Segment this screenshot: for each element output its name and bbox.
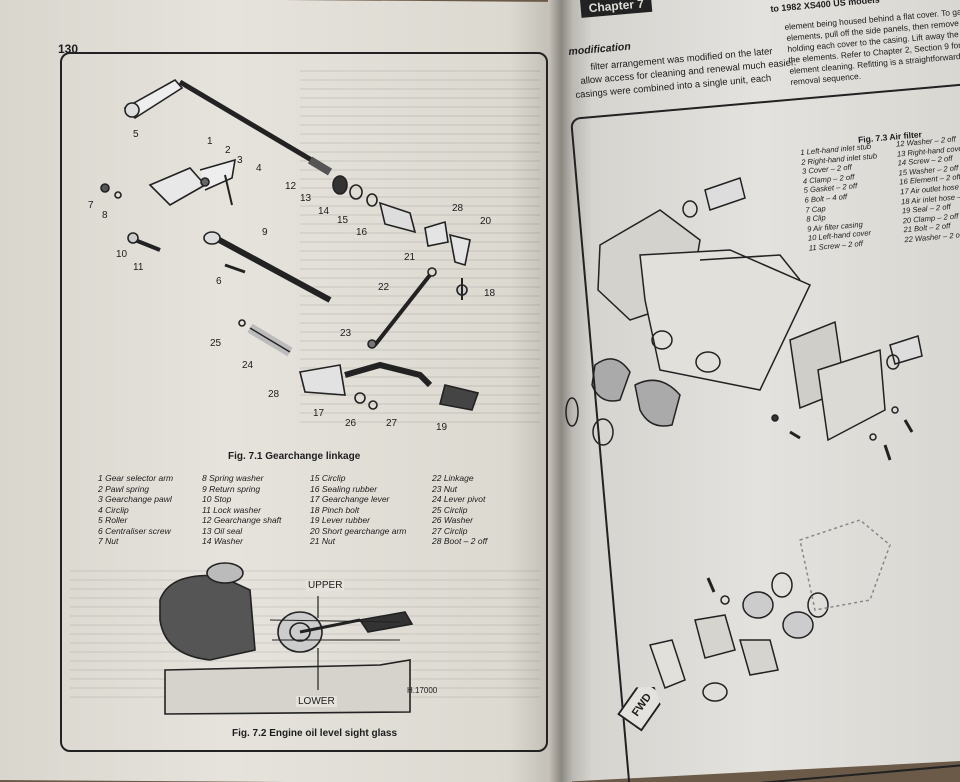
callout-27: 27 (386, 418, 398, 429)
legend-item: 4 Circlip (98, 504, 129, 515)
legend-item: 21 Nut (310, 536, 336, 546)
legend-item: 26 Washer (432, 515, 473, 525)
callout-1: 1 (207, 136, 213, 147)
callout-3: 3 (237, 155, 243, 166)
callout-13: 13 (300, 193, 312, 204)
legend-item: 3 Gearchange pawl (98, 494, 172, 504)
callout-14: 14 (318, 206, 330, 217)
legend-item: 11 Lock washer (202, 504, 261, 515)
legend-item: 20 Short gearchange arm (310, 525, 407, 536)
legend-item: 27 Circlip (432, 525, 468, 536)
legend-item: 2 Pawl spring (98, 483, 150, 494)
legend-item: 24 Lever pivot (432, 494, 486, 504)
left-figure-frame (60, 52, 548, 752)
legend-item: 6 Centraliser screw (98, 525, 171, 536)
legend-item: 16 Sealing rubber (310, 483, 378, 494)
fig-7-1-caption: Fig. 7.1 Gearchange linkage (228, 451, 361, 462)
legend-item: 19 Lever rubber (310, 515, 371, 525)
fig-7-2-caption: Fig. 7.2 Engine oil level sight glass (232, 728, 398, 739)
callout-11: 11 (133, 262, 144, 273)
legend-item: 12 Gearchange shaft (202, 515, 282, 525)
callout-5: 5 (133, 129, 139, 140)
callout-28-top: 28 (452, 203, 464, 214)
legend-column: 1 Left-hand inlet stub 2 Right-hand inle… (800, 140, 905, 253)
legend-column: 1 Gear selector arm 2 Pawl spring 3 Gear… (98, 473, 202, 547)
callout-22: 22 (378, 282, 390, 293)
callout-24: 24 (242, 360, 254, 371)
callout-16: 16 (356, 227, 368, 238)
legend-item: 22 Linkage (432, 473, 474, 483)
legend-item: 1 Gear selector arm (98, 473, 174, 483)
legend-item: 18 Pinch bolt (310, 504, 360, 515)
callout-8: 8 (102, 210, 108, 221)
callout-15: 15 (337, 215, 349, 226)
callout-28: 28 (268, 389, 280, 400)
legend-item: 7 Nut (98, 536, 119, 546)
lower-level-label: LOWER (296, 696, 337, 707)
callout-12: 12 (285, 181, 297, 192)
legend-item: 15 Circlip (310, 473, 346, 483)
sight-glass-drawing (159, 562, 414, 715)
figure-code: H.17000 (407, 686, 438, 695)
fig-7-1-legend: 1 Gear selector arm 2 Pawl spring 3 Gear… (98, 473, 518, 547)
book-spine (548, 0, 572, 782)
legend-item: 9 Return spring (202, 483, 261, 494)
air-filter-drawing (565, 177, 923, 702)
callout-6: 6 (216, 276, 222, 287)
callout-21: 21 (404, 252, 416, 263)
legend-item: 28 Boot – 2 off (432, 536, 488, 546)
callout-10: 10 (116, 249, 128, 260)
callout-2: 2 (225, 145, 231, 156)
callout-25: 25 (210, 338, 222, 349)
callout-17: 17 (313, 408, 325, 419)
legend-item: 23 Nut (432, 483, 458, 494)
callout-26: 26 (345, 418, 357, 429)
legend-item: 5 Roller (98, 515, 128, 525)
legend-item: 10 Stop (202, 494, 232, 504)
legend-item: 14 Washer (202, 536, 243, 546)
callout-18: 18 (484, 288, 496, 299)
upper-level-label: UPPER (306, 580, 345, 591)
callout-20: 20 (480, 216, 492, 227)
callout-9: 9 (262, 227, 268, 238)
legend-item: 8 Spring washer (202, 473, 264, 483)
fig-7-3-legend: 1 Left-hand inlet stub 2 Right-hand inle… (800, 133, 960, 253)
legend-column: 12 Washer – 2 off 13 Right-hand cover 14… (896, 133, 960, 245)
legend-column: 22 Linkage 23 Nut 24 Lever pivot 25 Circ… (432, 473, 522, 547)
callout-23: 23 (340, 328, 352, 339)
callout-19: 19 (436, 422, 448, 433)
legend-column: 8 Spring washer 9 Return spring 10 Stop … (202, 473, 310, 547)
legend-column: 15 Circlip 16 Sealing rubber 17 Gearchan… (310, 473, 432, 547)
gearchange-linkage-drawing (100, 78, 480, 411)
legend-item: 25 Circlip (432, 504, 468, 515)
legend-item: 13 Oil seal (202, 525, 243, 536)
legend-item: 17 Gearchange lever (310, 494, 390, 504)
callout-4: 4 (256, 163, 262, 174)
callout-7: 7 (88, 200, 94, 211)
